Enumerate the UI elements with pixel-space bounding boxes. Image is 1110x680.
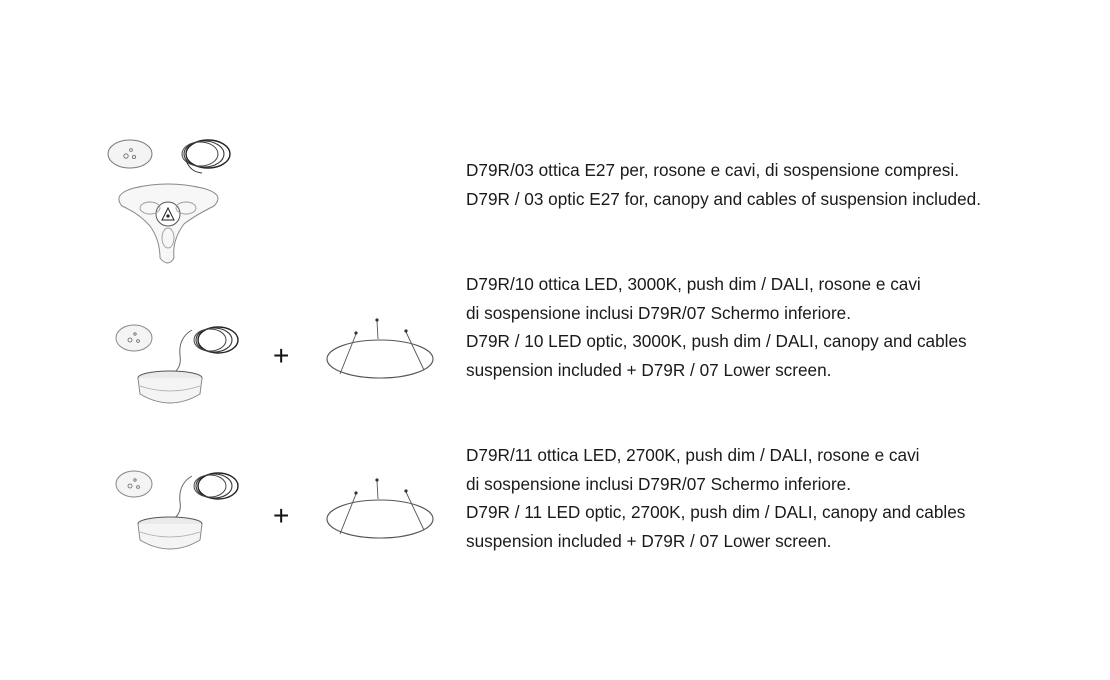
pendant-led-kit-icon	[110, 462, 245, 562]
lower-screen-ring-icon	[326, 476, 436, 546]
lower-screen-ring-icon	[326, 316, 436, 386]
description-line: di sospensione inclusi D79R/07 Schermo i…	[466, 473, 852, 494]
description-line: D79R / 11 LED optic, 2700K, push dim / D…	[466, 502, 966, 522]
product-description: D79R/11 ottica LED, 2700K, push dim / DA…	[466, 441, 965, 555]
description-line: D79R / 03 optic E27 for, canopy and cabl…	[466, 188, 982, 209]
product-description: D79R/10 ottica LED, 3000K, push dim / DA…	[466, 270, 967, 384]
description-line: D79R/10 ottica LED, 3000K, push dim / DA…	[466, 274, 921, 294]
description-line: suspension included + D79R / 07 Lower sc…	[466, 530, 832, 551]
product-description: D79R/03 ottica E27 per, rosone e cavi, d…	[466, 156, 981, 213]
pendant-led-kit-icon	[110, 316, 245, 416]
plus-sign: +	[273, 500, 290, 531]
description-line: suspension included + D79R / 07 Lower sc…	[466, 359, 832, 380]
description-line: D79R/03 ottica E27 per, rosone e cavi, d…	[466, 160, 959, 180]
plus-sign: +	[273, 340, 290, 371]
pendant-e27-kit-icon	[98, 128, 238, 273]
description-line: di sospensione inclusi D79R/07 Schermo i…	[466, 302, 852, 323]
description-line: D79R / 10 LED optic, 3000K, push dim / D…	[466, 331, 967, 351]
description-line: D79R/11 ottica LED, 2700K, push dim / DA…	[466, 445, 920, 465]
